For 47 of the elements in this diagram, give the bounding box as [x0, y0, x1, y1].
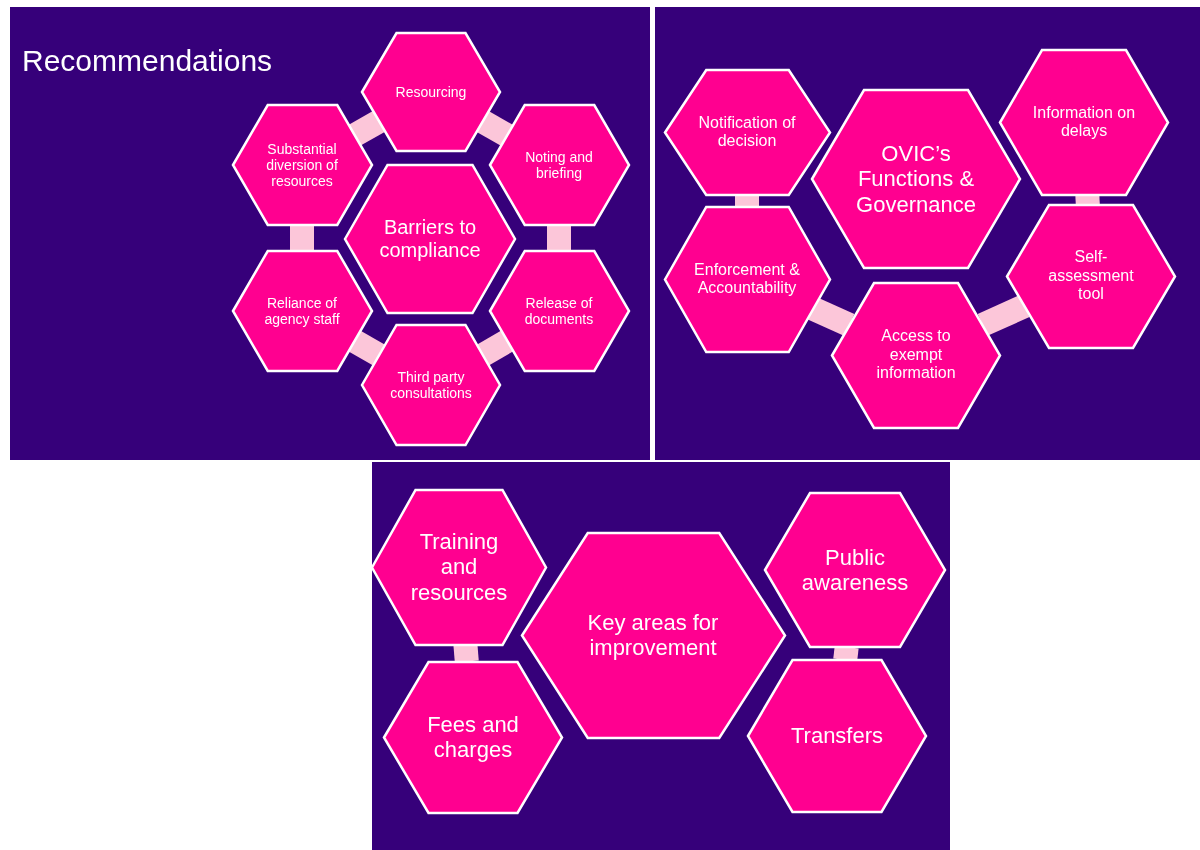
connector-band	[348, 110, 386, 146]
node-label: Noting and briefing	[524, 148, 594, 182]
node-label: Barriers to compliance	[378, 216, 482, 262]
node-label: Public awareness	[800, 544, 910, 596]
hexagon-node	[362, 33, 500, 151]
hexagon-node	[1007, 204, 1175, 348]
node-label: Information on delays	[1031, 103, 1137, 141]
node-label: Transfers	[790, 723, 884, 749]
node-label: OVIC’s Functions & Governance	[855, 141, 977, 217]
node-label: Key areas for improvement	[586, 609, 720, 661]
node-label: Training and resources	[409, 529, 509, 605]
node-label: Access to exempt information	[875, 327, 957, 383]
node-label: Release of documents	[523, 294, 595, 328]
connector-band	[735, 194, 759, 207]
hexagon-node	[489, 105, 629, 225]
hexagon-node	[765, 493, 945, 647]
hexagon-node	[232, 251, 372, 371]
hexagon-node	[345, 165, 515, 313]
hexagon-node	[664, 69, 830, 195]
hexagon-node	[812, 90, 1020, 268]
hexagon-node	[384, 661, 562, 813]
connector-band	[547, 225, 571, 251]
hexagon-node	[489, 251, 629, 371]
connector-band	[1075, 193, 1100, 206]
node-label: Self-assessment tool	[1047, 248, 1135, 304]
connector-band	[453, 643, 479, 663]
hexagon-node	[362, 325, 500, 445]
node-label: Third party consultations	[389, 368, 473, 402]
node-label: Substantial diversion of resources	[265, 140, 339, 190]
connector-band	[476, 330, 513, 366]
hexagon-node	[664, 206, 830, 352]
node-label: Notification of decision	[697, 113, 797, 151]
hexagon-node	[1000, 49, 1168, 195]
connector-band	[348, 330, 386, 366]
node-label: Resourcing	[395, 83, 467, 101]
hexagon-node	[521, 532, 785, 738]
hexagon-node	[372, 489, 546, 645]
connector-band	[290, 225, 314, 251]
hexagon-node	[232, 105, 372, 225]
hexagon-node	[748, 660, 926, 812]
hexagon-node	[832, 282, 1000, 428]
connector-band	[476, 111, 513, 146]
node-label: Reliance of agency staff	[263, 294, 341, 328]
slide-title: Recommendations	[22, 44, 273, 78]
node-label: Fees and charges	[426, 711, 520, 763]
node-label: Enforcement & Accountability	[693, 260, 801, 298]
connector-band	[833, 645, 859, 662]
